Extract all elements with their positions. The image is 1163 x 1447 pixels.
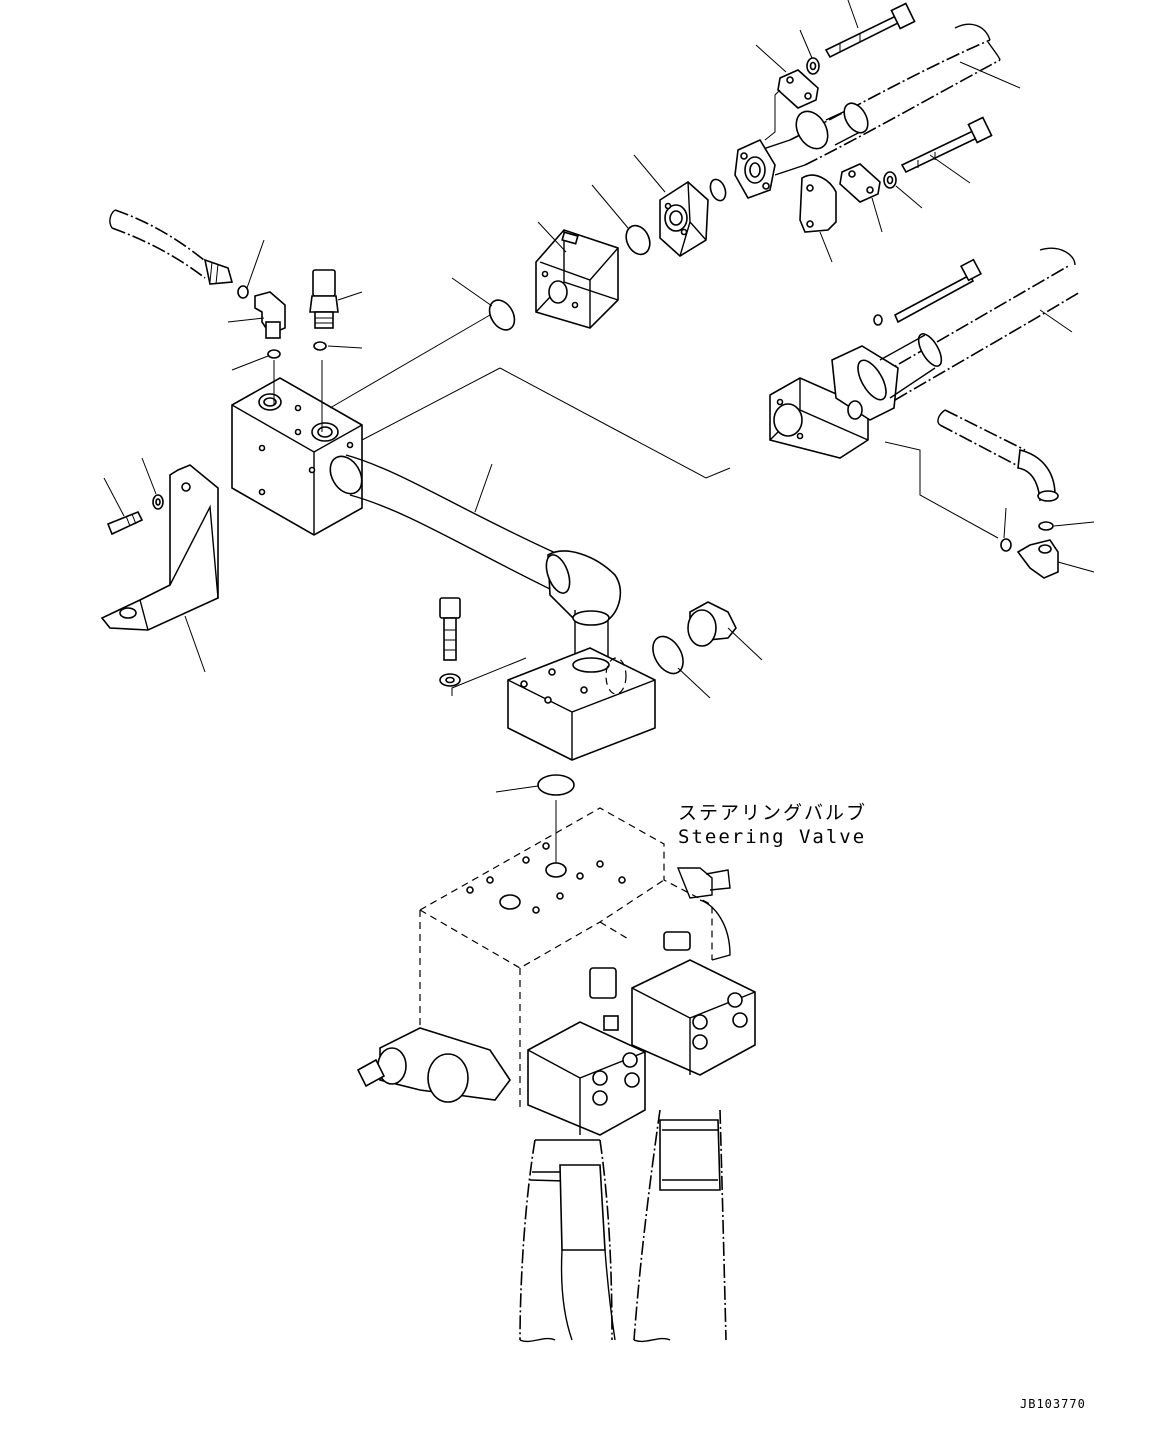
steering-valve-label-en: Steering Valve bbox=[678, 826, 867, 848]
flange-o-ring bbox=[591, 184, 651, 256]
lower-block-washer bbox=[439, 673, 461, 687]
upper-hose-assembly bbox=[759, 23, 1021, 176]
flange-half bbox=[734, 138, 776, 199]
bracket-washer bbox=[141, 457, 164, 510]
small-hose-left bbox=[109, 209, 234, 285]
drawing-number: JB103770 bbox=[1020, 1397, 1086, 1411]
steering-valve bbox=[356, 807, 756, 1136]
plug bbox=[687, 601, 763, 661]
adapter-o-ring bbox=[451, 277, 516, 331]
elbow-fitting-right bbox=[1016, 539, 1095, 579]
split-flange-half bbox=[799, 174, 837, 263]
split-flange bbox=[633, 154, 709, 257]
adapter-block bbox=[535, 221, 619, 329]
top-clamp-plate bbox=[755, 44, 819, 141]
top-washer bbox=[799, 29, 820, 75]
bracket-bolt bbox=[103, 477, 144, 536]
lower-block bbox=[451, 647, 656, 761]
right-clamp-plate bbox=[839, 163, 883, 233]
steel-pipe bbox=[329, 454, 622, 665]
elbow-fitting-left bbox=[227, 291, 286, 339]
right-washer bbox=[883, 171, 923, 209]
pressure-switch bbox=[309, 269, 363, 329]
small-o-ring-right-2 bbox=[1000, 507, 1012, 552]
hydraulic-pump bbox=[769, 247, 1081, 539]
lower-block-bolt bbox=[439, 597, 461, 661]
small-hose-right bbox=[937, 409, 1059, 502]
small-o-ring-left bbox=[237, 239, 265, 299]
bracket bbox=[100, 464, 219, 673]
lower-o-ring bbox=[652, 635, 711, 699]
small-o-ring-upper bbox=[709, 178, 727, 202]
valve-block bbox=[231, 314, 731, 536]
steering-valve-o-ring bbox=[495, 774, 575, 868]
steering-valve-label-jp: ステアリングバルブ bbox=[678, 802, 868, 824]
small-o-ring-switch bbox=[313, 341, 363, 351]
small-o-ring-below-elbow bbox=[231, 349, 281, 371]
right-bolt bbox=[900, 116, 993, 184]
steering-valve-hoses bbox=[519, 1109, 727, 1343]
small-o-ring-right bbox=[1038, 521, 1095, 531]
top-bolt bbox=[824, 0, 916, 59]
